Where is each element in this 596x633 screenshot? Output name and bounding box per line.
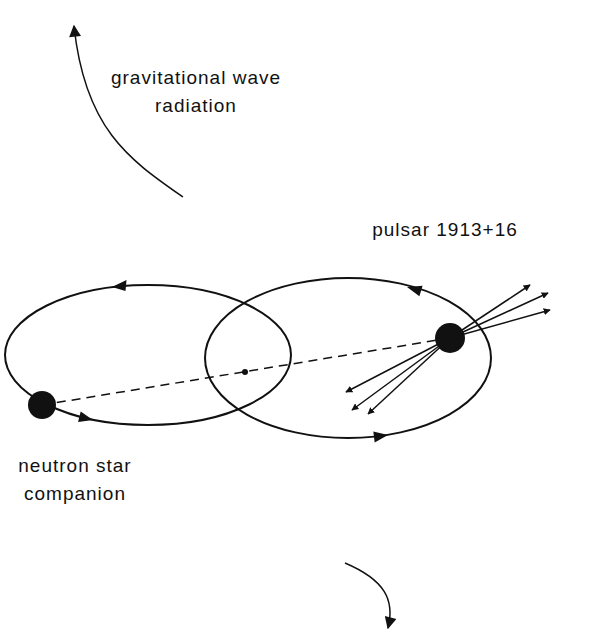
companion-label: neutron star companion (4, 452, 146, 508)
orbit-arrowhead (407, 286, 423, 297)
orbit-arrowhead (112, 280, 127, 291)
pulsar-beams (346, 285, 550, 414)
beam-ray (450, 310, 550, 338)
orbit-arrowhead (373, 432, 388, 443)
wave-arrow (345, 563, 390, 628)
companion-star (28, 391, 56, 419)
companion-orbit (5, 285, 291, 425)
pulsar-star (435, 323, 465, 353)
pulsar-orbit (205, 278, 491, 438)
centre-of-mass (242, 369, 248, 375)
beam-ray (368, 338, 450, 414)
beam-ray (352, 338, 450, 410)
pulsar-label: pulsar 1913+16 (350, 216, 540, 244)
beam-ray (346, 338, 450, 392)
wave-label: gravitational wave radiation (110, 64, 282, 120)
beam-ray (450, 293, 548, 338)
orbit-arrowhead (78, 412, 93, 423)
